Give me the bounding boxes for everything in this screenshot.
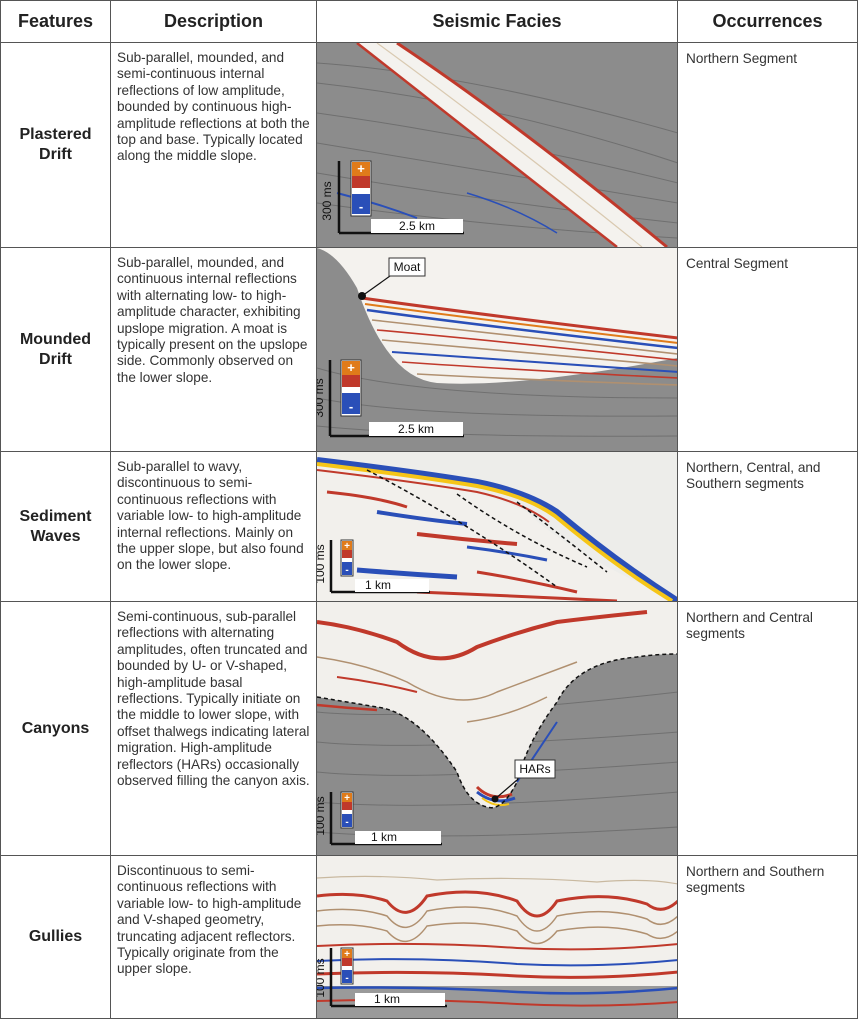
table-row: Gullies Discontinuous to semi-continuous… [0,855,858,1019]
colorbar-minus: - [359,199,363,214]
description-cell: Sub-parallel to wavy, discontinuous to s… [110,451,317,602]
occurrence-cell: Northern Segment [677,42,858,248]
scale-distance: 1 km [374,992,400,1006]
scale-time: 300 ms [320,181,334,220]
feature-cell: Plastered Drift [0,42,111,248]
seismic-panel-gullies: + - 100 ms 1 km [317,856,677,1018]
colorbar-minus: - [345,565,348,576]
seismic-image-cell: HARs + - 100 ms 1 km [316,601,678,856]
scale-distance: 1 km [365,578,391,592]
feature-cell: Canyons [0,601,111,856]
feature-cell: Mounded Drift [0,247,111,452]
colorbar-plus: + [347,360,355,375]
description-cell: Discontinuous to semi-continuous reflect… [110,855,317,1019]
description-cell: Semi-continuous, sub-parallel reflection… [110,601,317,856]
feature-name: Plastered Drift [19,126,92,163]
colorbar-plus: + [344,793,350,804]
scale-bar [329,791,442,846]
seismic-panel-mounded-drift: Moat + - 300 ms 2.5 km [317,248,677,451]
header-occurrences: Occurrences [677,0,858,43]
scale-bar [337,160,464,235]
seismic-panel-canyons: HARs + - 100 ms 1 km [317,602,677,855]
colorbar-plus: + [357,161,365,176]
occurrence-cell: Central Segment [677,247,858,452]
feature-name: Mounded Drift [19,330,92,368]
description-cell: Sub-parallel, mounded, and semi-continuo… [110,42,317,248]
scale-bar [329,539,430,594]
feature-cell: Sediment Waves [0,451,111,602]
seismic-image-cell: Moat + - 300 ms 2.5 km [316,247,678,452]
colorbar-plus: + [344,949,350,960]
header-row: Features Description Seismic Facies Occu… [0,0,858,43]
scale-time: 300 ms [317,378,326,417]
seismic-image-cell: + - 300 ms 2.5 km [316,42,678,248]
scale-distance: 1 km [371,830,397,844]
annotation-hars: HARs [519,762,550,776]
feature-name: Sediment Waves [19,507,92,545]
scale-time: 100 ms [317,796,327,835]
feature-name: Gullies [28,928,83,945]
scale-distance: 2.5 km [398,422,434,436]
colorbar-minus: - [349,399,353,414]
seismic-image-cell: + - 100 ms 1 km [316,451,678,602]
scale-time: 100 ms [317,544,327,583]
header-seismic-facies: Seismic Facies [316,0,678,43]
feature-cell: Gullies [0,855,111,1019]
seismic-image-cell: + - 100 ms 1 km [316,855,678,1019]
seismic-panel-sediment-waves: + - 100 ms 1 km [317,452,677,601]
occurrence-cell: Northern, Central, and Southern segments [677,451,858,602]
table-row: Sediment Waves Sub-parallel to wavy, dis… [0,451,858,602]
occurrence-cell: Northern and Central segments [677,601,858,856]
scale-bar [328,359,464,438]
scale-time: 100 ms [317,958,327,997]
feature-name: Canyons [21,719,90,737]
annotation-moat: Moat [394,260,421,274]
description-cell: Sub-parallel, mounded, and continuous in… [110,247,317,452]
header-features: Features [0,0,111,43]
occurrence-cell: Northern and Southern segments [677,855,858,1019]
colorbar-minus: - [345,817,348,828]
table-row: Mounded Drift Sub-parallel, mounded, and… [0,247,858,452]
scale-distance: 2.5 km [399,219,435,233]
colorbar-plus: + [344,541,350,552]
header-description: Description [110,0,317,43]
scale-bar [329,947,447,1008]
seismic-panel-plastered-drift: + - 300 ms 2.5 km [317,43,677,247]
table-row: Plastered Drift Sub-parallel, mounded, a… [0,42,858,248]
table-row: Canyons Semi-continuous, sub-parallel re… [0,601,858,856]
colorbar-minus: - [345,973,348,984]
